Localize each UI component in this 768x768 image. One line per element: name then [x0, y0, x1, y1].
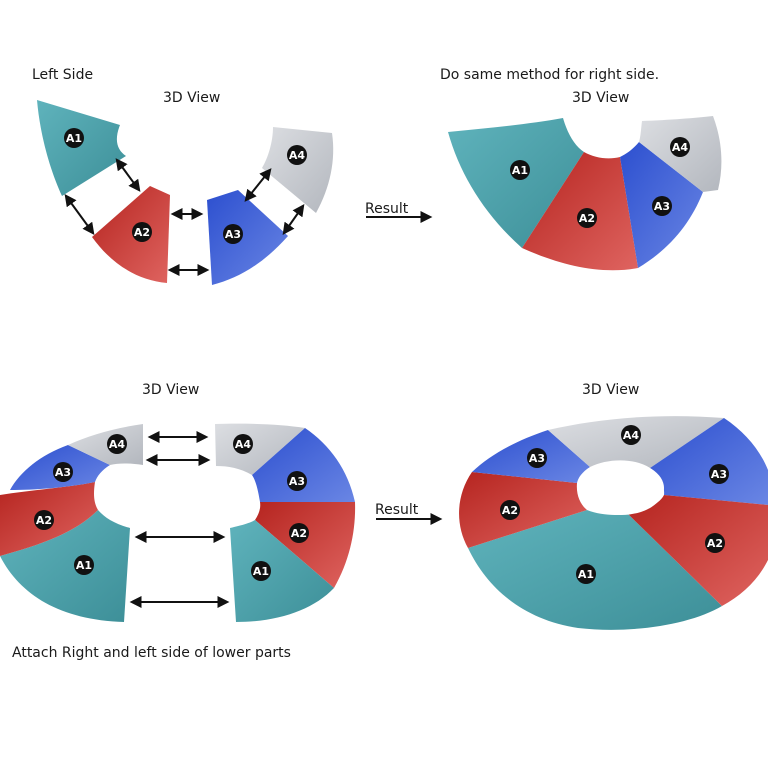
badge-a4-top-left: A4: [287, 145, 307, 165]
left-side-title: Left Side: [32, 67, 94, 83]
svg-text:A2: A2: [502, 504, 518, 517]
badge-a2-top-right: A2: [577, 208, 597, 228]
piece-a2-top-left: [92, 186, 170, 283]
badge-a4-top-right: A4: [670, 137, 690, 157]
piece-a1-bottom-left-half: [0, 510, 130, 622]
svg-text:A3: A3: [225, 228, 241, 241]
piece-a3-bottom-right-half: [252, 428, 355, 502]
svg-text:A1: A1: [253, 565, 269, 578]
arrow-a3-a4-edge: [244, 168, 272, 202]
piece-a3-ring-right: [650, 418, 768, 505]
badge-a1-bottom-left-half: A1: [74, 555, 94, 575]
arrow-a1-a2-gap: [64, 194, 95, 235]
svg-text:A1: A1: [66, 132, 82, 145]
svg-text:A2: A2: [291, 527, 307, 540]
piece-a2-ring-right: [628, 495, 768, 606]
svg-text:A3: A3: [289, 475, 305, 488]
ring-center-hole: [578, 461, 664, 515]
badge-a1-bottom-right-half: A1: [251, 561, 271, 581]
attach-note: Attach Right and left side of lower part…: [12, 645, 291, 661]
badge-a3-ring-right: A3: [709, 464, 729, 484]
svg-text:A3: A3: [55, 466, 71, 479]
piece-a1-top-right: [448, 118, 584, 248]
badge-a1-top-right: A1: [510, 160, 530, 180]
right-side-note: Do same method for right side.: [440, 67, 660, 83]
badge-a3-ring-left: A3: [527, 448, 547, 468]
badge-a3-top-right: A3: [652, 196, 672, 216]
svg-text:A4: A4: [672, 141, 689, 154]
arrow-a3-a4-gap: [282, 204, 305, 235]
badge-a2-ring-right: A2: [705, 533, 725, 553]
piece-a1-bottom-right-half: [230, 520, 334, 622]
badge-a1-top-left: A1: [64, 128, 84, 148]
badge-a4-bottom-right-half: A4: [233, 434, 253, 454]
view-title-bottom-right: 3D View: [582, 382, 640, 398]
badge-a1-ring: A1: [576, 564, 596, 584]
bottom-left-left-half: [0, 424, 143, 622]
badge-a4-bottom-left-half: A4: [107, 434, 127, 454]
piece-a1-top-left: [37, 100, 126, 196]
badge-a3-bottom-right-half: A3: [287, 471, 307, 491]
piece-a4-top-left: [262, 127, 334, 213]
svg-text:A2: A2: [134, 226, 150, 239]
view-title-top-right: 3D View: [572, 90, 630, 106]
bottom-right-assembled-ring: [459, 416, 768, 630]
badge-a2-top-left: A2: [132, 222, 152, 242]
svg-text:A2: A2: [36, 514, 52, 527]
result-label-top: Result: [365, 201, 409, 217]
badge-a2-ring-left: A2: [500, 500, 520, 520]
svg-text:A4: A4: [289, 149, 306, 162]
svg-text:A3: A3: [711, 468, 727, 481]
piece-a4-bottom-left-half: [68, 424, 143, 465]
piece-a2-ring-left: [459, 472, 587, 548]
svg-text:A1: A1: [76, 559, 92, 572]
piece-a2-bottom-right-half: [255, 502, 356, 588]
svg-text:A3: A3: [654, 200, 670, 213]
top-left-exploded-pieces: [37, 100, 334, 285]
bottom-left-right-half: [215, 423, 356, 622]
piece-a3-top-left: [207, 190, 288, 285]
badge-a3-bottom-left-half: A3: [53, 462, 73, 482]
svg-text:A3: A3: [529, 452, 545, 465]
badge-a4-ring: A4: [621, 425, 641, 445]
svg-text:A1: A1: [512, 164, 528, 177]
piece-badges: A1 A2 A3 A4 A1 A2 A3 A4 A4 A3 A2 A1 A4 A…: [34, 128, 729, 584]
top-left-arrows: [64, 158, 305, 276]
bottom-left-arrows: [129, 431, 230, 608]
badge-a2-bottom-left-half: A2: [34, 510, 54, 530]
svg-text:A2: A2: [707, 537, 723, 550]
svg-text:A4: A4: [623, 429, 640, 442]
arrow-a1-a2-edge: [115, 158, 141, 192]
svg-text:A4: A4: [109, 438, 126, 451]
svg-text:A1: A1: [578, 568, 594, 581]
badge-a2-bottom-right-half: A2: [289, 523, 309, 543]
view-title-top-left: 3D View: [163, 90, 221, 106]
svg-text:A4: A4: [235, 438, 252, 451]
svg-text:A2: A2: [579, 212, 595, 225]
view-title-bottom-left: 3D View: [142, 382, 200, 398]
result-label-bottom: Result: [375, 502, 419, 518]
badge-a3-top-left: A3: [223, 224, 243, 244]
